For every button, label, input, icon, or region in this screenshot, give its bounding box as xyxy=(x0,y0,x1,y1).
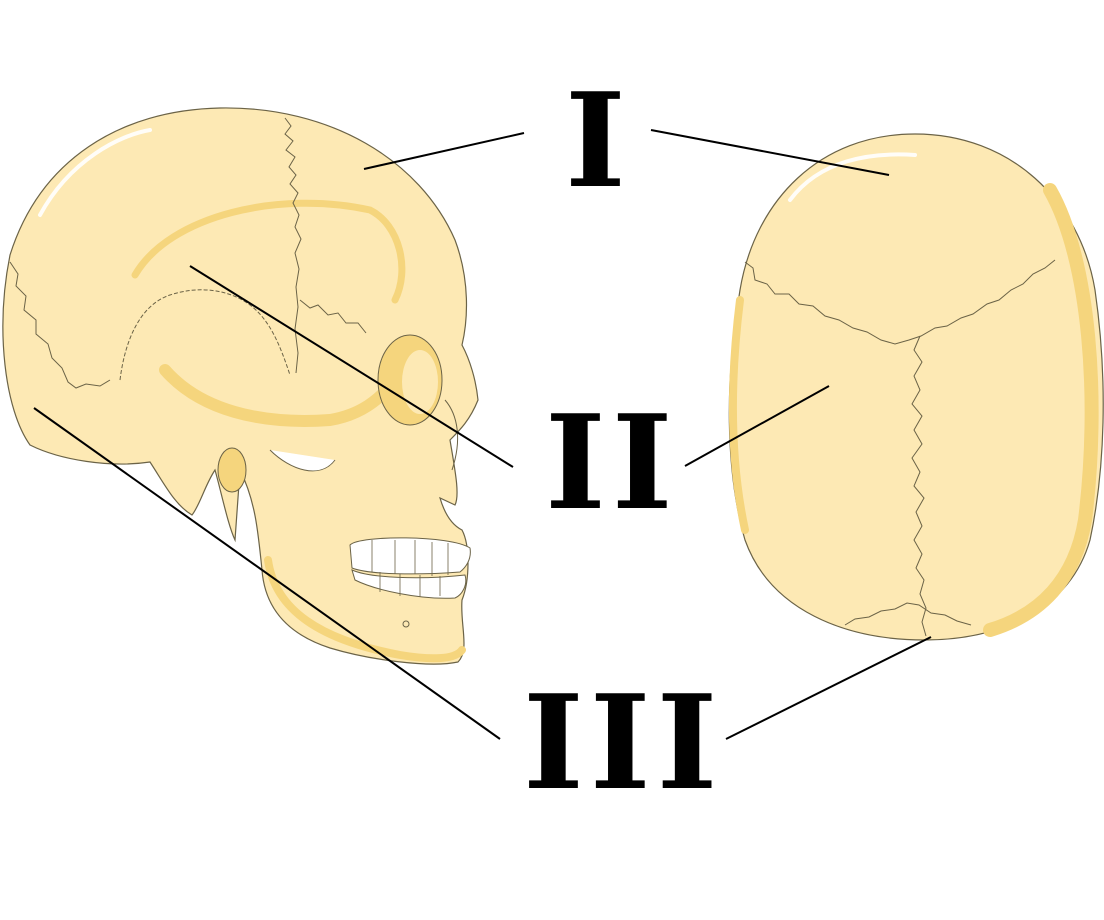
label-I: I xyxy=(565,64,632,217)
lambdoid-suture xyxy=(9,261,111,389)
teeth xyxy=(349,537,471,599)
leader-line-III-right xyxy=(725,636,932,740)
leader-line-I-right xyxy=(650,129,890,176)
superior-skull xyxy=(728,133,1104,641)
superior-lambdoid-suture xyxy=(844,602,972,626)
squamosal-suture xyxy=(119,289,291,381)
coronal-suture xyxy=(284,117,302,374)
sagittal-suture xyxy=(911,335,927,637)
label-II: II xyxy=(545,386,679,539)
leader-line-II-right xyxy=(684,385,830,467)
leader-line-III-left xyxy=(33,407,501,740)
lateral-cranium xyxy=(2,107,479,665)
superior-coronal-suture xyxy=(744,259,1056,345)
superior-cranium xyxy=(728,133,1104,641)
leader-lines xyxy=(33,129,932,740)
leader-line-II-left xyxy=(189,265,514,468)
lateral-skull xyxy=(2,107,479,665)
leader-line-I-left xyxy=(363,132,525,170)
ear-canal xyxy=(217,447,247,493)
label-III: III xyxy=(523,666,724,819)
